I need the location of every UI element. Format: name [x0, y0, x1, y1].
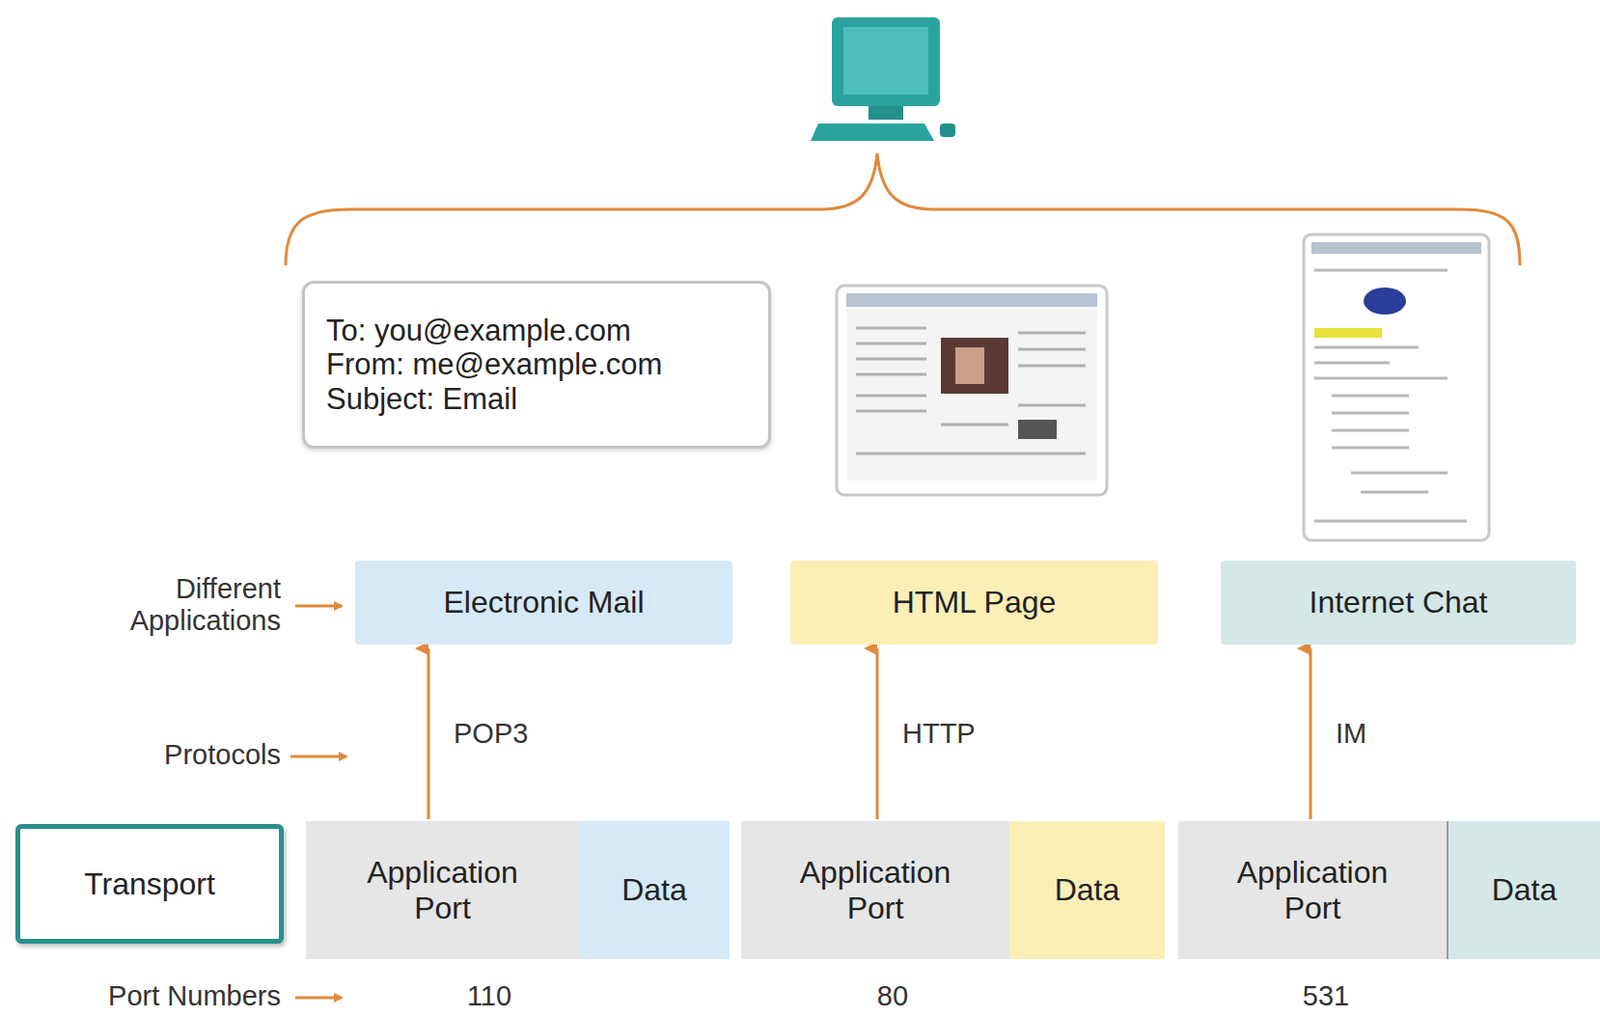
node-text: Data [1054, 872, 1121, 909]
chat-window-screenshot [1303, 234, 1490, 541]
application-box: Internet Chat [1220, 560, 1576, 645]
web-page-screenshot [836, 285, 1107, 496]
application-box: HTML Page [790, 560, 1159, 645]
computer-icon [810, 17, 956, 141]
node-text: Application Port [1220, 855, 1405, 927]
email-header-box: To: you@example.comFrom: me@example.comS… [302, 280, 772, 449]
node-text: From: me@example.com [326, 347, 663, 383]
side-label: Different Applications [92, 573, 281, 638]
node-text: Application Port [783, 855, 967, 927]
port-number: 531 [1268, 980, 1384, 1013]
node-text: Application Port [351, 855, 535, 927]
data-field: Data [1009, 821, 1170, 960]
node-text: To: you@example.com [326, 313, 632, 349]
node-text: Data [1491, 872, 1558, 909]
port-number: 110 [431, 980, 548, 1013]
protocol-label: HTTP [902, 717, 976, 750]
port-number: 80 [834, 980, 951, 1013]
port-field: Application Port [1178, 821, 1449, 960]
data-field: Data [579, 821, 735, 960]
protocol-arrow [427, 648, 431, 820]
node-text: Transport [83, 866, 216, 903]
node-text: Electronic Mail [442, 584, 644, 621]
protocol-label: POP3 [453, 717, 528, 750]
protocol-arrow [1309, 648, 1313, 820]
node-text: Data [621, 872, 688, 909]
protocol-label: IM [1335, 717, 1367, 750]
port-field: Application Port [305, 821, 580, 960]
layer-box: Transport [15, 824, 284, 944]
application-box: Electronic Mail [355, 560, 733, 645]
node-text: Subject: Email [326, 382, 518, 417]
node-text: HTML Page [892, 584, 1057, 621]
side-label: Port Numbers [57, 980, 281, 1013]
node-text: Internet Chat [1309, 584, 1489, 621]
protocol-arrow [876, 648, 880, 820]
side-label: Protocols [125, 739, 281, 772]
data-field: Data [1448, 821, 1600, 960]
brace [285, 153, 1520, 266]
port-field: Application Port [741, 821, 1010, 960]
